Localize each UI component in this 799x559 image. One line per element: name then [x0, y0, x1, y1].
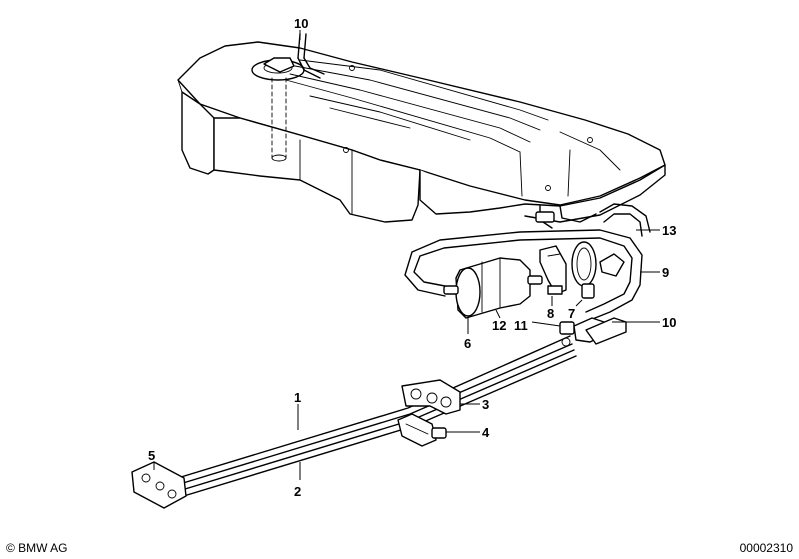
- callout-7: 7: [568, 306, 575, 321]
- callout-13: 13: [662, 223, 676, 238]
- callout-9: 9: [662, 265, 669, 280]
- callout-5: 5: [148, 448, 155, 463]
- callout-8: 8: [547, 306, 554, 321]
- callout-11: 11: [514, 318, 528, 333]
- copyright-notice: © BMW AG: [6, 541, 68, 555]
- callout-4: 4: [482, 425, 490, 440]
- holder-4: [397, 413, 447, 447]
- fuel-lines: [157, 317, 627, 503]
- callout-6: 6: [464, 336, 471, 351]
- callout-3: 3: [482, 397, 489, 412]
- callout-1: 1: [294, 390, 301, 405]
- callout-labels: 10 13 9 8 7 10 12 11 6 1 3 4 5 2: [148, 16, 676, 499]
- hose-loop: [404, 203, 651, 321]
- fuel-filter: [443, 257, 543, 319]
- drawing-number: 00002310: [739, 541, 793, 555]
- callout-12: 12: [492, 318, 506, 333]
- callout-10-top: 10: [294, 16, 308, 31]
- line-clip-3: [401, 379, 461, 415]
- filter-bracket: [539, 241, 625, 299]
- callout-10-right: 10: [662, 315, 676, 330]
- leader-lines: [153, 30, 660, 480]
- fuel-tank: [177, 41, 666, 229]
- line-clip-5: [131, 461, 187, 509]
- callout-2: 2: [294, 484, 301, 499]
